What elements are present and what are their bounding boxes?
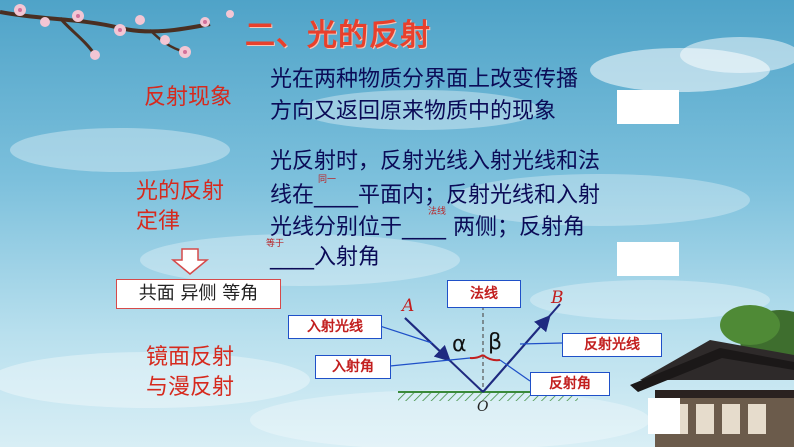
- answer-mask-box: [617, 242, 679, 276]
- normal-line-label: 法线: [447, 280, 521, 308]
- incident-angle-arc: [469, 354, 484, 360]
- law-line-3: 光线分别位于____ 两侧；反射角: [270, 215, 585, 240]
- law-line-2: 线在____平面内；反射光线和入射: [270, 183, 601, 208]
- hint-same: 同一: [318, 175, 337, 185]
- mirror-types-line-1: 镜面反射: [146, 345, 235, 370]
- blossom-branch-decoration: [0, 4, 234, 60]
- phenomenon-label: 反射现象: [144, 85, 233, 110]
- answer-mask-box: [617, 90, 679, 124]
- point-o-label: O: [477, 399, 489, 415]
- point-a-label: A: [402, 296, 415, 316]
- incident-ray-label: 入射光线: [288, 315, 382, 339]
- phenomenon-line-1: 光在两种物质分界面上改变传播: [270, 67, 579, 92]
- summary-box: 共面 异侧 等角: [116, 279, 281, 309]
- mirror-hatching: [398, 393, 578, 401]
- law-line-1: 光反射时，反射光线入射光线和法: [270, 149, 601, 174]
- hint-equal: 等于: [266, 239, 285, 249]
- law-label-line-2: 定律: [136, 209, 181, 234]
- hint-normal: 法线: [428, 207, 447, 217]
- beta-symbol: β: [488, 330, 503, 355]
- reflected-angle-arc: [482, 354, 501, 362]
- law-label-line-1: 光的反射: [136, 179, 225, 204]
- incident-angle-label: 入射角: [315, 355, 391, 379]
- law-line-4: ____入射角: [270, 245, 381, 270]
- reflected-ray-label: 反射光线: [562, 333, 662, 357]
- down-arrow-icon: [170, 248, 210, 275]
- alpha-symbol: α: [452, 332, 467, 357]
- answer-mask-box: [648, 398, 680, 434]
- point-b-label: B: [551, 288, 564, 308]
- phenomenon-line-2: 方向又返回原来物质中的现象: [270, 99, 557, 124]
- mirror-types-line-2: 与漫反射: [146, 375, 235, 400]
- slide-title: 二、光的反射: [245, 18, 431, 53]
- reflected-angle-label: 反射角: [530, 372, 610, 396]
